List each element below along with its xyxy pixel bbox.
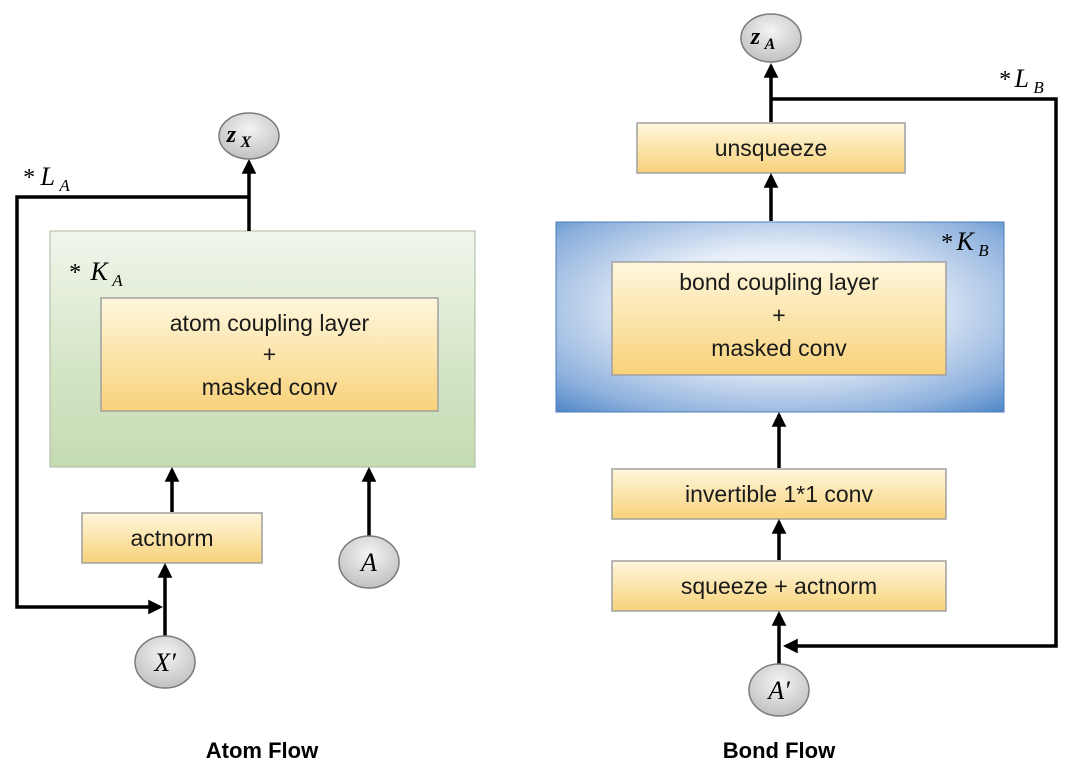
bond-loop-line (771, 97, 1058, 654)
actnorm-box (81, 512, 263, 564)
bond-coupling-box (611, 261, 947, 376)
invertible-conv-label: invertible 1*1 conv (685, 481, 873, 507)
atom-adjacency-label: A (359, 548, 377, 577)
unsqueeze-label: unsqueeze (715, 135, 828, 161)
atom-input-label: X′ (153, 648, 176, 677)
atom-coupling-line3: masked conv (202, 374, 338, 400)
bond-output-node (740, 13, 802, 63)
atom-coupling-line2: + (263, 341, 276, 367)
bond-flow-caption: Bond Flow (723, 738, 836, 763)
atom-loop-line (15, 195, 249, 615)
atom-coupling-box (100, 297, 439, 412)
bond-flow: * K B bond coupling layer + masked conv … (555, 13, 1058, 763)
actnorm-label: actnorm (130, 525, 213, 551)
atom-coupling-line1: atom coupling layer (170, 310, 370, 336)
atom-flow-caption: Atom Flow (206, 738, 319, 763)
bond-loop-label: * L B (998, 64, 1044, 97)
bond-input-label: A′ (766, 676, 790, 705)
bond-input-node (748, 663, 810, 717)
squeeze-actnorm-box (611, 560, 947, 612)
bond-coupling-line2: + (772, 302, 785, 328)
bond-output-label: z A (750, 24, 776, 53)
atom-flow: * K A atom coupling layer + masked conv … (15, 112, 476, 763)
squeeze-actnorm-label: squeeze + actnorm (681, 573, 877, 599)
atom-output-node (218, 112, 280, 160)
unsqueeze-box (636, 122, 906, 174)
bond-coupling-line1: bond coupling layer (679, 269, 879, 295)
atom-repeat-label: * K A (68, 257, 123, 290)
atom-input-node (134, 635, 196, 689)
bond-coupling-line3: masked conv (711, 335, 847, 361)
invertible-conv-box (611, 468, 947, 520)
atom-output-label: z X (226, 122, 252, 151)
atom-adjacency-node (338, 535, 400, 589)
atom-loop-label: * L A (22, 162, 70, 195)
bond-repeat-label: * K B (940, 227, 989, 260)
